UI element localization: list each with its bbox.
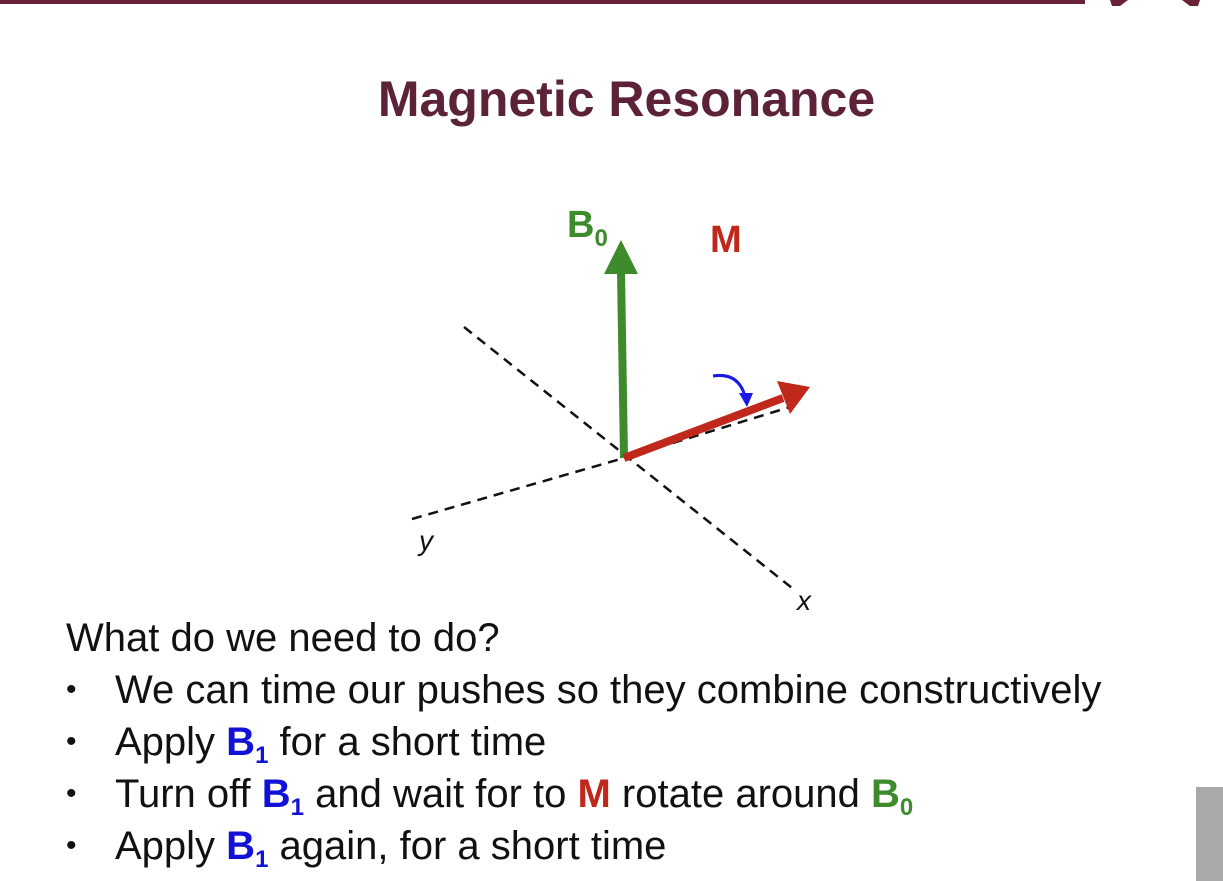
bullet-item: • We can time our pushes so they combine… [66, 664, 1206, 716]
corner-logo-icon [1110, 0, 1200, 6]
m-label: M [710, 219, 742, 261]
bullet-marker: • [66, 829, 77, 862]
m-arrow-shaft [622, 394, 785, 462]
x-axis-label: x [795, 585, 812, 616]
bullet-text: and wait for to [304, 772, 578, 816]
bullet-item: • Turn off B1 and wait for to M rotate a… [66, 768, 1206, 820]
slide-title: Magnetic Resonance [377, 71, 876, 127]
bullet-text: Apply [115, 824, 227, 868]
y-axis-line [411, 456, 625, 521]
bullet-text: for a short time [268, 720, 547, 764]
b0-label: B0 [567, 204, 608, 252]
bullet-list: • We can time our pushes so they combine… [66, 664, 1206, 872]
y-axis-label: y [417, 525, 435, 556]
bullet-marker: • [66, 777, 77, 810]
bullet-text: Turn off [115, 772, 262, 816]
transverse-axis-line [623, 405, 791, 460]
bullet-text: Apply [115, 720, 227, 764]
bullet-item: • Apply B1 again, for a short time [66, 820, 1206, 872]
scrollbar-thumb[interactable] [1196, 787, 1223, 881]
b0-arrow-head [604, 240, 638, 274]
b0-arrow-shaft [617, 271, 628, 459]
slide-body: What do we need to do? • We can time our… [66, 612, 1206, 872]
b1-symbol: B1 [226, 720, 269, 769]
top-accent-bar [0, 0, 1085, 4]
m-symbol: M [577, 772, 611, 816]
b1-symbol: B1 [261, 772, 304, 821]
bullet-marker: • [66, 725, 77, 758]
b1-symbol: B1 [226, 824, 269, 873]
question-text: What do we need to do? [66, 616, 500, 660]
bullet-text: rotate around [610, 772, 871, 816]
bullet-text: again, for a short time [268, 824, 667, 868]
rotation-arrow-icon [712, 373, 747, 397]
b0-symbol: B0 [871, 772, 914, 821]
rotation-arrow-head [739, 393, 753, 407]
bullet-item: • Apply B1 for a short time [66, 716, 1206, 768]
bullet-text: We can time our pushes so they combine c… [115, 668, 1102, 712]
m-arrow-head [777, 381, 810, 414]
bullet-marker: • [66, 673, 77, 706]
